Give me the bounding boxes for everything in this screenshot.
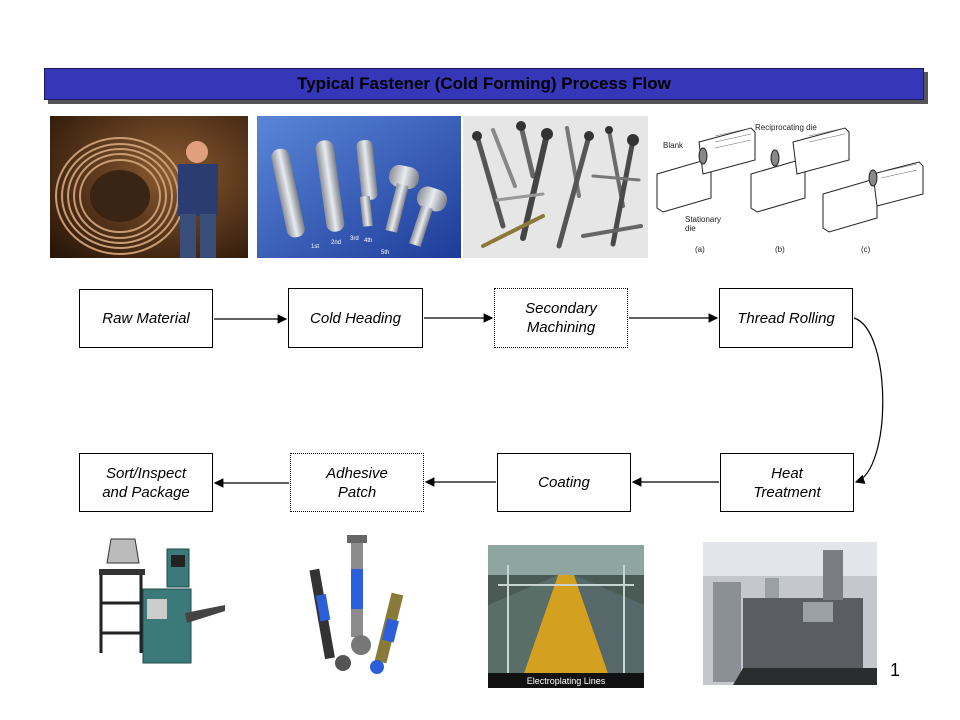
diagram-label-c: (c)	[861, 245, 871, 254]
title-bar: Typical Fastener (Cold Forming) Process …	[44, 68, 924, 100]
stage-label-3rd: 3rd	[350, 236, 359, 242]
step-heat-treatment: Heat Treatment	[720, 453, 854, 512]
diagram-label-b: (b)	[775, 245, 785, 254]
step-label: Secondary Machining	[525, 300, 597, 336]
stage-label-1st: 1st	[311, 244, 319, 250]
page-title: Typical Fastener (Cold Forming) Process …	[297, 74, 671, 93]
wire-coil-photo	[50, 116, 248, 258]
step-raw-material: Raw Material	[79, 289, 213, 348]
arrow-rolling-to-heat	[853, 317, 884, 484]
heat-treatment-furnace-photo	[703, 542, 877, 685]
step-label: Coating	[538, 474, 590, 491]
step-cold-heading: Cold Heading	[288, 288, 423, 348]
step-adhesive-patch: Adhesive Patch	[290, 453, 424, 512]
diagram-label-a: (a)	[695, 245, 705, 254]
machined-parts-photo	[463, 116, 648, 258]
page-number: 1	[890, 660, 901, 680]
inspection-machine-photo	[95, 533, 228, 668]
stage-label-2nd: 2nd	[331, 240, 341, 246]
adhesive-bolts-photo	[303, 533, 408, 688]
step-label: Cold Heading	[310, 309, 401, 327]
blank-label: Blank	[663, 141, 684, 150]
step-thread-rolling: Thread Rolling	[719, 288, 853, 348]
cold-heading-stages-photo: 1st 2nd 3rd 4th 5th	[257, 116, 461, 258]
step-label: Thread Rolling	[737, 309, 835, 327]
stage-label-5th: 5th	[381, 250, 389, 256]
electroplating-caption: Electroplating Lines	[527, 676, 606, 686]
step-label: Raw Material	[102, 310, 190, 327]
electroplating-lines-photo: Electroplating Lines	[488, 545, 644, 688]
stage-label-4th: 4th	[364, 238, 372, 244]
step-label: Heat Treatment	[753, 464, 821, 501]
step-secondary-machining: Secondary Machining	[494, 288, 628, 348]
reciprocating-die-label: Reciprocating die	[755, 123, 817, 132]
step-label: Sort/Inspect and Package	[102, 464, 190, 501]
step-coating: Coating	[497, 453, 631, 512]
step-sort-inspect: Sort/Inspect and Package	[79, 453, 213, 512]
step-label: Adhesive Patch	[326, 464, 388, 501]
